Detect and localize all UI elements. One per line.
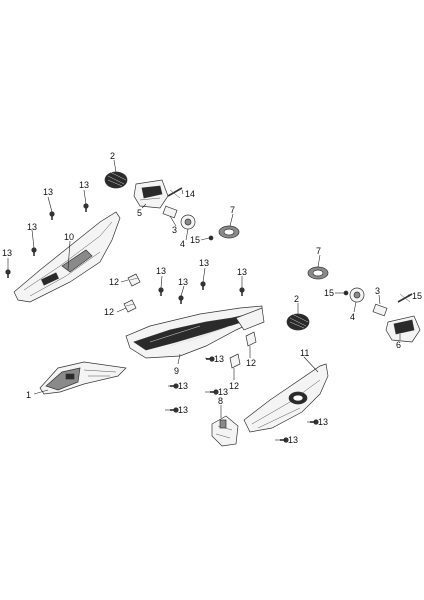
part-2-grommet-left: [104, 171, 128, 189]
callout-12-c: 12: [229, 381, 239, 391]
callout-7-left: 7: [230, 205, 235, 215]
part-12-clip-a: [127, 273, 141, 287]
part-5-footrest-left: [133, 179, 169, 209]
callout-13-c: 13: [27, 222, 37, 232]
part-12-clip-c: [229, 353, 241, 369]
callout-2-left: 2: [110, 151, 115, 161]
callout-11: 11: [300, 348, 309, 358]
part-9-floor-panel: [125, 305, 265, 359]
callout-13-f: 13: [178, 277, 188, 287]
callout-13-e: 13: [156, 266, 166, 276]
bolt-8: [239, 287, 245, 296]
part-6-footrest-right: [385, 315, 421, 343]
bolt-2: [83, 203, 89, 212]
callout-5: 5: [137, 208, 142, 218]
part-10-left-side-cover: [13, 211, 121, 303]
part-12-clip-b: [123, 299, 137, 313]
callout-8: 8: [218, 396, 223, 406]
part-1-under-cover: [39, 361, 127, 395]
callout-13-i: 13: [214, 354, 224, 364]
bolt-6: [178, 295, 184, 304]
part-4-bushing-right: [349, 287, 365, 303]
callout-12-d: 12: [246, 358, 256, 368]
callout-7-right: 7: [316, 246, 321, 256]
callout-12-a: 12: [109, 277, 119, 287]
callout-13-m: 13: [318, 417, 328, 427]
callout-15-right: 15: [324, 288, 334, 298]
bolt-1: [49, 211, 55, 220]
callout-13-n: 13: [288, 435, 298, 445]
callout-2-right: 2: [294, 294, 299, 304]
bolt-7: [200, 281, 206, 290]
bolt-3: [31, 247, 37, 256]
part-12-clip-d: [245, 331, 257, 347]
part-4-bushing-left: [180, 214, 196, 230]
callout-3-left: 3: [172, 225, 177, 235]
callout-14-right: 15: [412, 291, 422, 301]
callout-numbers: 1 2 2 3 3 4 4 5 6 7 7 8 9 10 11 12 12 12…: [2, 151, 422, 445]
callout-13-l: 13: [178, 405, 188, 415]
leader-lines: [7, 159, 410, 441]
callout-13-d: 13: [2, 248, 12, 258]
callout-4-right: 4: [350, 312, 355, 322]
part-11-right-side-cover: [243, 363, 329, 433]
part-15-clip-left: [208, 235, 214, 241]
callout-13-g: 13: [199, 258, 209, 268]
bolt-5: [158, 287, 164, 296]
part-8-bracket: [211, 415, 239, 447]
bolt-4: [5, 269, 11, 278]
callout-13-b: 13: [79, 180, 89, 190]
callout-13-j: 13: [178, 381, 188, 391]
part-15-clip-right: [343, 290, 349, 296]
callout-14-left: 14: [185, 189, 195, 199]
callout-10: 10: [64, 232, 74, 242]
part-2-grommet-right: [286, 313, 310, 331]
callout-6: 6: [396, 340, 401, 350]
callout-13-k: 13: [218, 387, 228, 397]
callout-13-h: 13: [237, 267, 247, 277]
part-14-pin-right: [397, 293, 413, 303]
callout-9: 9: [174, 366, 179, 376]
callout-13-a: 13: [43, 187, 53, 197]
part-3-shaft-left: [162, 205, 178, 219]
part-14-pin-left: [167, 187, 183, 199]
callout-1: 1: [26, 390, 31, 400]
callout-4-left: 4: [180, 239, 185, 249]
part-3-shaft-right: [372, 303, 388, 317]
part-7-ring-right: [307, 266, 329, 280]
callout-12-b: 12: [104, 307, 114, 317]
callout-15-left: 15: [190, 235, 200, 245]
callout-3-right: 3: [375, 286, 380, 296]
part-7-ring-left: [218, 225, 240, 239]
